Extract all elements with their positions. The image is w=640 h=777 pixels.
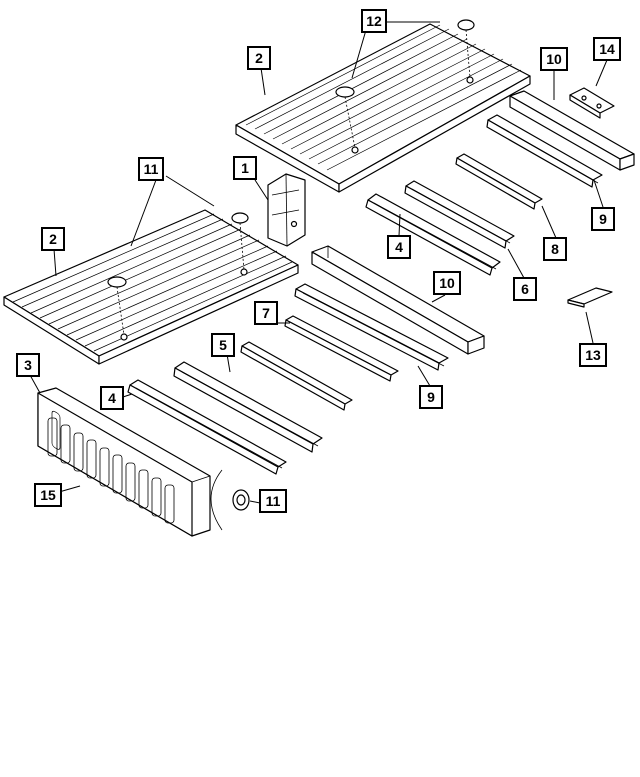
svg-text:9: 9: [427, 389, 435, 405]
cross-member-6: [404, 180, 515, 249]
callout-13: 13: [579, 343, 607, 367]
svg-text:15: 15: [40, 487, 56, 503]
cross-member-8: [455, 153, 543, 210]
grommet-12: [210, 469, 250, 531]
small-bracket-14: [569, 87, 615, 119]
svg-text:8: 8: [551, 241, 559, 257]
tailgate: [37, 387, 211, 537]
cross-member-7b: [284, 315, 399, 382]
svg-text:14: 14: [599, 41, 615, 57]
grommet-lower-left: [107, 276, 127, 288]
callout-1: 1: [233, 156, 257, 180]
grommet-upper-left: [335, 86, 355, 98]
callout-7: 7: [254, 301, 278, 325]
callout-12: 11: [259, 489, 287, 513]
callout-9-lower: 9: [419, 385, 443, 409]
svg-text:10: 10: [439, 275, 455, 291]
svg-text:7: 7: [262, 305, 270, 321]
callout-3: 3: [16, 353, 40, 377]
callout-2-left: 2: [41, 227, 65, 251]
svg-text:2: 2: [255, 50, 263, 66]
callout-9-upper: 9: [591, 207, 615, 231]
front-cross-member-lower: [311, 245, 485, 355]
callout-5: 5: [211, 333, 235, 357]
cross-member-7: [240, 341, 353, 411]
callout-8: 8: [543, 237, 567, 261]
svg-text:5: 5: [219, 337, 227, 353]
callout-2-top: 2: [247, 46, 271, 70]
svg-text:11: 11: [266, 493, 281, 509]
svg-text:11: 11: [144, 161, 159, 177]
floor-panel-lower: [3, 209, 299, 365]
callout-11-left: 11: [138, 157, 164, 181]
svg-text:1: 1: [241, 160, 249, 176]
floor-panel-upper: [235, 19, 531, 193]
grommet-lower-right: [231, 212, 249, 224]
callout-15: 15: [34, 483, 62, 507]
callout-10-mid: 10: [433, 271, 461, 295]
callout-6: 6: [513, 277, 537, 301]
callout-11-top: 12: [361, 9, 387, 33]
front-cross-member-upper: [509, 90, 635, 171]
cross-member-9-lower: [294, 283, 449, 371]
front-bracket: [267, 173, 306, 247]
callout-4-lower: 4: [100, 386, 124, 410]
cross-sill-upper: [365, 193, 501, 276]
pad-13: [567, 287, 613, 308]
svg-text:13: 13: [585, 347, 601, 363]
callout-4-upper: 4: [387, 235, 411, 259]
grommet-upper-right: [457, 19, 475, 31]
callout-10-top: 10: [540, 47, 568, 71]
svg-text:10: 10: [546, 51, 562, 67]
svg-text:9: 9: [599, 211, 607, 227]
cross-member-5: [173, 361, 323, 453]
cross-member-9-upper: [486, 114, 603, 188]
tailgate-ribs: [47, 417, 175, 524]
svg-text:12: 12: [366, 13, 382, 29]
cross-sill-lower: [127, 379, 287, 475]
svg-text:6: 6: [521, 281, 529, 297]
svg-text:4: 4: [108, 390, 116, 406]
svg-text:3: 3: [24, 357, 32, 373]
callout-14: 14: [593, 37, 621, 61]
svg-text:4: 4: [395, 239, 403, 255]
svg-text:2: 2: [49, 231, 57, 247]
